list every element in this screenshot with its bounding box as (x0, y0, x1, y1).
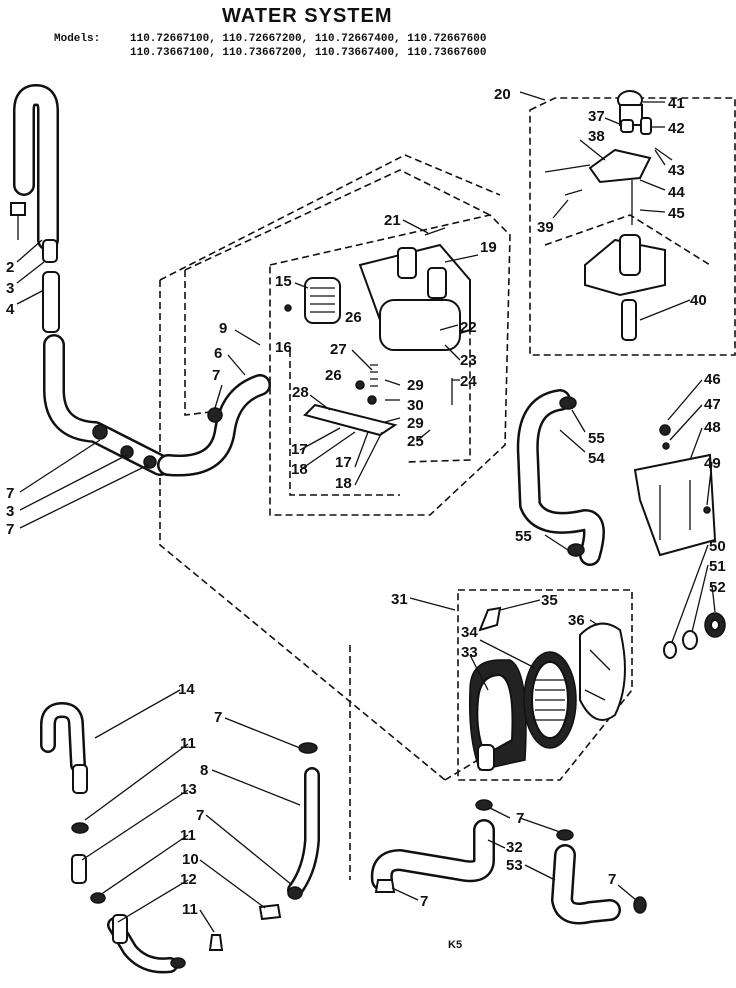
part-label-34: 34 (461, 624, 478, 641)
part-label-42: 42 (668, 120, 685, 137)
pump-hose (258, 742, 320, 921)
part-label-9: 9 (219, 320, 227, 337)
part-label-38: 38 (588, 128, 605, 145)
part-label-8: 8 (200, 762, 208, 779)
part-label-7: 7 (212, 367, 220, 384)
part-label-22: 22 (460, 319, 477, 336)
part-label-47: 47 (704, 396, 721, 413)
part-label-18: 18 (335, 475, 352, 492)
part-label-15: 15 (275, 273, 292, 290)
part-label-7: 7 (420, 893, 428, 910)
filter-housing-outline (457, 589, 633, 781)
part-label-55: 55 (588, 430, 605, 447)
part-label-49: 49 (704, 455, 721, 472)
mounting-bracket (633, 424, 717, 557)
part-label-4: 4 (6, 301, 15, 318)
leader-lines (16, 91, 716, 933)
models-label: Models: (54, 33, 100, 45)
footer-code: K5 (448, 939, 462, 951)
part-label-27: 27 (330, 341, 347, 358)
part-label-17: 17 (291, 441, 308, 458)
part-label-44: 44 (668, 184, 685, 201)
siphon-break (544, 90, 673, 341)
part-label-12: 12 (180, 871, 197, 888)
part-label-33: 33 (461, 644, 478, 661)
part-label-3: 3 (6, 280, 14, 297)
sump-hose (370, 799, 495, 893)
part-label-51: 51 (709, 558, 726, 575)
part-label-30: 30 (407, 397, 424, 414)
part-label-13: 13 (180, 781, 197, 798)
part-label-11: 11 (180, 827, 196, 844)
part-label-14: 14 (178, 681, 195, 698)
part-label-11: 11 (180, 735, 196, 752)
part-label-16: 16 (275, 339, 292, 356)
part-label-29: 29 (407, 415, 424, 432)
models-line-2: 110.73667100, 110.73667200, 110.73667400… (130, 47, 486, 59)
part-label-2: 2 (6, 259, 14, 276)
washers (663, 612, 726, 659)
part-label-40: 40 (690, 292, 707, 309)
part-label-7: 7 (6, 485, 14, 502)
part-label-25: 25 (407, 433, 424, 450)
part-label-17: 17 (335, 454, 352, 471)
water-valve (284, 227, 471, 437)
bolt-icon (10, 202, 26, 240)
models-line-1: 110.72667100, 110.72667200, 110.72667400… (130, 33, 486, 45)
part-label-53: 53 (506, 857, 523, 874)
part-label-45: 45 (668, 205, 685, 222)
part-label-6: 6 (214, 345, 222, 362)
part-label-48: 48 (704, 419, 721, 436)
part-label-20: 20 (494, 86, 511, 103)
part-label-3: 3 (6, 503, 14, 520)
enclosure-outline (159, 154, 561, 880)
filter-housing (468, 606, 626, 771)
part-label-46: 46 (704, 371, 721, 388)
part-label-18: 18 (291, 461, 308, 478)
part-label-29: 29 (407, 377, 424, 394)
part-label-35: 35 (541, 592, 558, 609)
drain-hose (516, 389, 605, 566)
part-label-55: 55 (515, 528, 532, 545)
part-label-37: 37 (588, 108, 605, 125)
part-label-10: 10 (182, 851, 199, 868)
part-label-21: 21 (384, 212, 401, 229)
part-label-23: 23 (460, 352, 477, 369)
part-label-7: 7 (608, 871, 616, 888)
part-label-50: 50 (709, 538, 726, 555)
part-label-52: 52 (709, 579, 726, 596)
part-label-43: 43 (668, 162, 685, 179)
part-label-36: 36 (568, 612, 585, 629)
part-label-7: 7 (516, 810, 524, 827)
part-label-26: 26 (345, 309, 362, 326)
part-labels: 2 3 4 7 3 7 9 6 7 15 16 21 19 22 23 24 2… (6, 86, 726, 918)
part-label-19: 19 (480, 239, 497, 256)
fill-hose (40, 702, 224, 974)
outlet-hose (551, 829, 647, 925)
part-label-31: 31 (391, 591, 408, 608)
part-label-28: 28 (292, 384, 309, 401)
page-title: WATER SYSTEM (222, 5, 393, 27)
inlet-hose (13, 84, 271, 477)
part-label-26: 26 (325, 367, 342, 384)
part-label-7: 7 (6, 521, 14, 538)
part-label-54: 54 (588, 450, 605, 467)
part-label-7: 7 (214, 709, 222, 726)
part-label-7: 7 (196, 807, 204, 824)
part-label-39: 39 (537, 219, 554, 236)
siphon-break-outline (529, 97, 736, 356)
part-label-11: 11 (182, 901, 198, 918)
part-label-41: 41 (668, 95, 685, 112)
part-label-32: 32 (506, 839, 523, 856)
part-label-24: 24 (460, 373, 477, 390)
